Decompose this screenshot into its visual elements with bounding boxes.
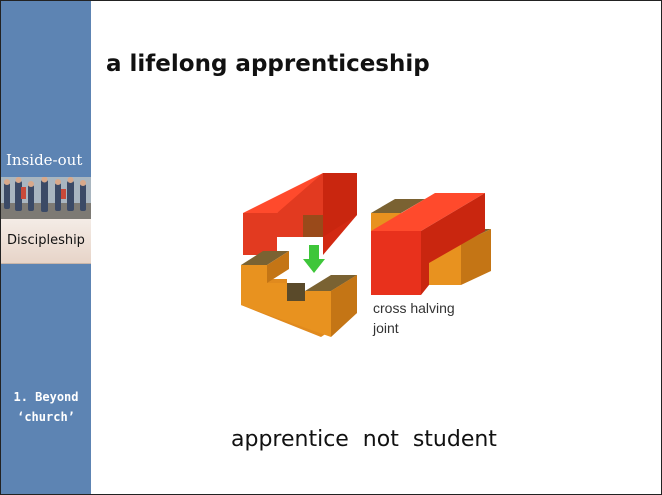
cross-halving-joint-diagram [239,167,499,347]
slide-tagline: apprentice not student [231,427,497,452]
sidebar: Inside-out [1,1,91,494]
slide-title: a lifelong apprenticeship [106,51,430,77]
series-title: Inside-out [6,151,83,169]
orange-block-separated [241,251,357,337]
section-label-line1: 1. Beyond [13,390,79,404]
section-label: 1. Beyond ‘church’ [1,387,91,427]
series-label: Discipleship [7,233,85,248]
crowd-photo [1,177,91,219]
arrow-down-icon [303,245,325,273]
series-label-box [1,219,91,264]
section-label-line2: ‘church’ [17,410,75,424]
red-block-separated [243,173,357,255]
joined-cross-blocks [371,193,491,295]
diagram-caption: cross halving joint [373,300,455,336]
